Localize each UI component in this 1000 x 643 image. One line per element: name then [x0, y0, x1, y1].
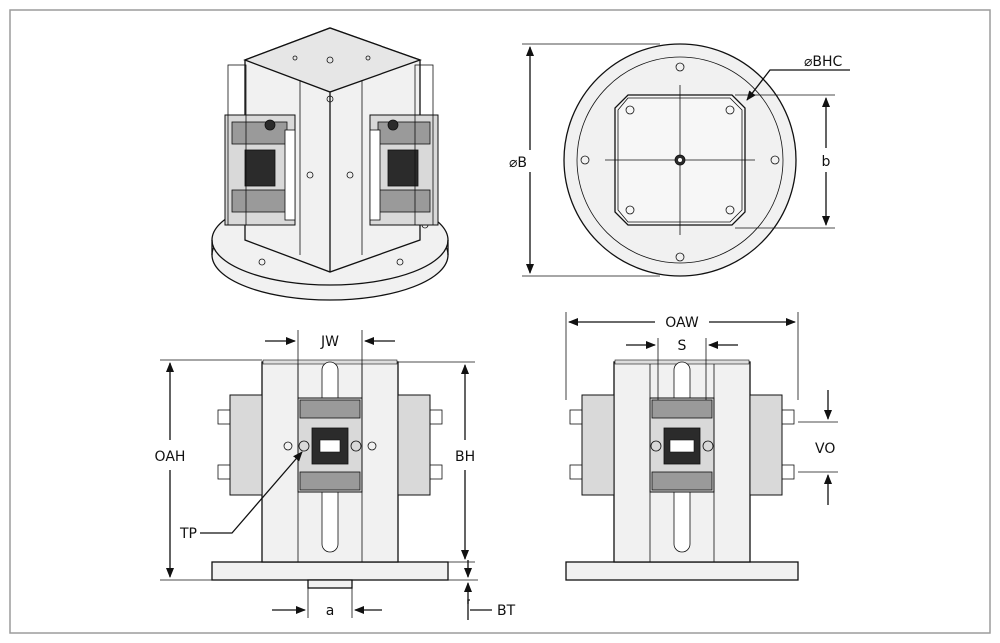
dim-b-diameter-label: ⌀B — [509, 155, 527, 171]
dim-tp-label: TP — [179, 526, 197, 542]
iso-tower-top — [243, 27, 422, 93]
dim-bt-label: BT — [497, 603, 516, 619]
isometric-view — [211, 27, 449, 301]
dim-a-label: a — [326, 603, 335, 619]
dim-vo-label: VO — [815, 441, 835, 457]
front-base-plate — [211, 561, 449, 581]
sheet-border — [9, 9, 991, 634]
front-left-side-vise — [229, 394, 263, 496]
front-right-side-vise — [397, 394, 431, 496]
dim-s-label: S — [678, 338, 687, 354]
front-view: JW OAH BH TP a BT — [155, 330, 516, 620]
side-left-vise — [581, 394, 615, 496]
dim-oaw-label: OAW — [665, 315, 699, 331]
dim-bhc-label: ⌀BHC — [804, 54, 843, 70]
top-view: ⌀B b ⌀BHC — [509, 43, 850, 277]
bolt-hole-circle — [576, 56, 784, 264]
side-base-plate — [565, 561, 799, 581]
side-right-vise — [749, 394, 783, 496]
side-view: OAW S VO — [565, 312, 838, 581]
dim-bh-label: BH — [455, 449, 475, 465]
dim-jw-label: JW — [320, 334, 339, 350]
dim-b-label: b — [822, 154, 831, 170]
dim-oah-label: OAH — [155, 449, 186, 465]
